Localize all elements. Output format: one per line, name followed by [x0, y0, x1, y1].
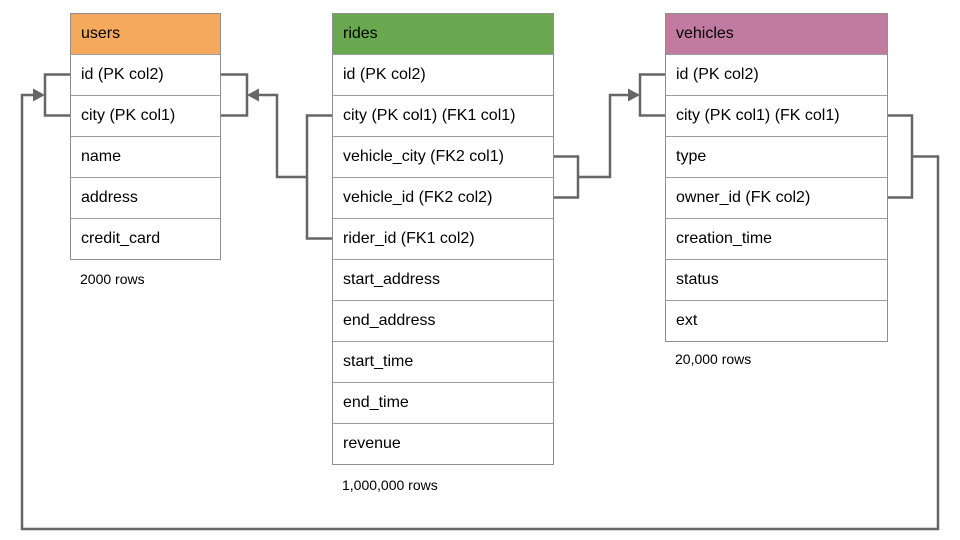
column-users-city: city (PK col1) [71, 95, 220, 136]
column-users-name: name [71, 136, 220, 177]
table-vehicles-header: vehicles [666, 14, 887, 54]
arrowhead-into-vehicles [628, 88, 640, 102]
column-rides-vehicle-id: vehicle_id (FK2 col2) [333, 177, 553, 218]
column-vehicles-creation-time: creation_time [666, 218, 887, 259]
column-rides-revenue: revenue [333, 423, 553, 464]
rides-row-count-label: 1,000,000 rows [342, 477, 438, 493]
rides-fk1-bracket-left [305, 114, 332, 240]
column-vehicles-city: city (PK col1) (FK col1) [666, 95, 887, 136]
connector-line-rides-users [258, 93, 307, 179]
column-vehicles-ext: ext [666, 300, 887, 341]
column-vehicles-id: id (PK col2) [666, 54, 887, 95]
arrowhead-into-users [247, 88, 259, 102]
column-rides-start-address: start_address [333, 259, 553, 300]
arrowhead-into-users-left [33, 88, 45, 102]
table-rides-header: rides [333, 14, 553, 54]
table-users: users id (PK col2) city (PK col1) name a… [70, 13, 221, 260]
users-pk-bracket-right [221, 73, 249, 117]
users-pk-bracket-left [43, 73, 70, 117]
vehicles-pk-bracket-left [638, 73, 665, 117]
users-row-count-label: 2000 rows [80, 271, 145, 287]
column-vehicles-status: status [666, 259, 887, 300]
column-rides-rider-id: rider_id (FK1 col2) [333, 218, 553, 259]
connector-rides-to-vehicles [554, 73, 665, 199]
column-users-address: address [71, 177, 220, 218]
column-users-id: id (PK col2) [71, 54, 220, 95]
column-vehicles-type: type [666, 136, 887, 177]
table-users-header: users [71, 14, 220, 54]
connector-line-rides-vehicles [578, 93, 629, 179]
column-rides-city: city (PK col1) (FK1 col1) [333, 95, 553, 136]
column-rides-end-time: end_time [333, 382, 553, 423]
connector-rides-to-users [221, 73, 332, 240]
vehicles-row-count-label: 20,000 rows [675, 351, 752, 367]
column-vehicles-owner-id: owner_id (FK col2) [666, 177, 887, 218]
column-rides-id: id (PK col2) [333, 54, 553, 95]
column-rides-end-address: end_address [333, 300, 553, 341]
vehicles-fk-bracket-right [888, 114, 914, 199]
column-rides-vehicle-city: vehicle_city (FK2 col1) [333, 136, 553, 177]
table-vehicles: vehicles id (PK col2) city (PK col1) (FK… [665, 13, 888, 342]
table-rides: rides id (PK col2) city (PK col1) (FK1 c… [332, 13, 554, 465]
column-rides-start-time: start_time [333, 341, 553, 382]
column-users-credit-card: credit_card [71, 218, 220, 259]
rides-fk2-bracket-right [554, 155, 580, 199]
